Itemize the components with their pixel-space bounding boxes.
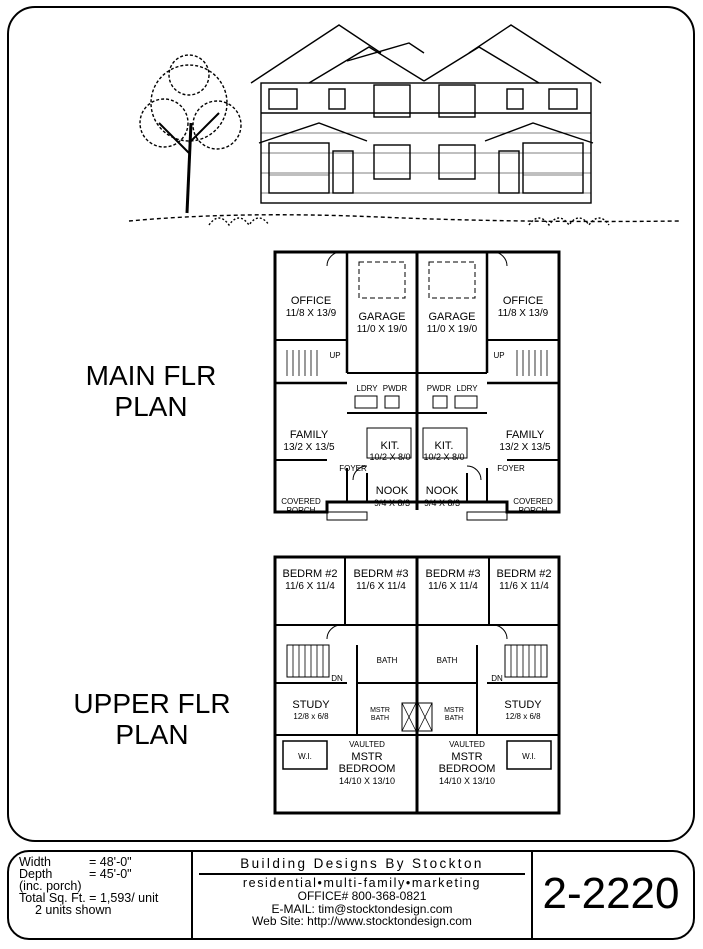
family-r-dim: 13/2 X 13/5	[499, 442, 551, 453]
mstr-bath-r-line1: MSTR	[444, 707, 464, 714]
front-elevation	[128, 24, 679, 227]
garage-l-name: GARAGE	[358, 311, 405, 323]
mbr-r-line1: VAULTED	[449, 740, 485, 749]
mbr-r-line2: MSTR	[451, 751, 482, 763]
depth-value: = 45'-0"	[89, 867, 132, 881]
bed3-l-dim: 11/6 X 11/4	[356, 581, 406, 592]
company-name: Building Designs By Stockton	[240, 856, 484, 871]
company-office: OFFICE# 800-368-0821	[297, 889, 427, 903]
pwdr-r: PWDR	[427, 384, 452, 393]
kit-r-name: KIT.	[435, 440, 454, 452]
tree-illustration	[139, 54, 242, 214]
upper-floor-plan: BEDRM #2 11/6 X 11/4 BEDRM #3 11/6 X 11/…	[273, 555, 561, 815]
garage-r-name: GARAGE	[428, 311, 475, 323]
dn-l: DN	[331, 674, 343, 683]
main-floor-plan: OFFICE 11/8 X 13/9 GARAGE 11/0 X 19/0 GA…	[273, 250, 561, 521]
office-l-name: OFFICE	[291, 295, 331, 307]
mbr-l-line3: BEDROOM	[339, 763, 396, 775]
nook-r-name: NOOK	[426, 485, 459, 497]
study-l-name: STUDY	[292, 699, 330, 711]
title-block: Width = 48'-0" Depth = 45'-0" (inc. porch)…	[7, 850, 695, 940]
foyer-l: FOYER	[339, 464, 367, 473]
plan-specs: Width = 48'-0" Depth = 45'-0" (inc. porch)…	[19, 855, 191, 917]
main-label-line2: PLAN	[114, 391, 188, 422]
ldry-l: LDRY	[356, 384, 378, 393]
bed2-r-name: BEDRM #2	[496, 568, 551, 580]
mstr-bath-l-line1: MSTR	[370, 707, 390, 714]
garage-l-dim: 11/0 X 19/0	[357, 324, 408, 335]
study-r-name: STUDY	[504, 699, 542, 711]
foyer-r: FOYER	[497, 464, 525, 473]
bed2-l-name: BEDRM #2	[282, 568, 337, 580]
wi-l: W.I.	[298, 752, 312, 761]
ldry-r: LDRY	[456, 384, 478, 393]
bed2-l-dim: 11/6 X 11/4	[285, 581, 335, 592]
plan-number: 2-2220	[542, 869, 680, 918]
width-value: = 48'-0"	[89, 855, 132, 869]
kit-r-dim: 10/2 X 8/0	[423, 452, 464, 462]
mstr-bath-l-line2: BATH	[371, 715, 389, 722]
main-floor-plan-label: MAIN FLR PLAN	[61, 360, 241, 422]
up-l: UP	[329, 351, 340, 360]
upper-floor-plan-label: UPPER FLR PLAN	[47, 688, 257, 750]
study-l-dim: 12/8 x 6/8	[293, 712, 329, 721]
bed3-r-dim: 11/6 X 11/4	[428, 581, 478, 592]
dn-r: DN	[491, 674, 503, 683]
company-tagline: residential•multi-family•marketing	[199, 873, 525, 890]
porch-r-line2: PORCH	[519, 506, 548, 515]
nook-l-name: NOOK	[376, 485, 409, 497]
drawing-sheet: MAIN FLR PLAN	[7, 6, 695, 842]
units-shown: 2 units shown	[35, 903, 112, 917]
mbr-l-line4: 14/10 X 13/10	[339, 776, 395, 786]
depth-note: (inc. porch)	[19, 879, 82, 893]
bath-r: BATH	[437, 656, 458, 665]
bed3-l-name: BEDRM #3	[353, 568, 408, 580]
porch-l-line2: PORCH	[287, 506, 316, 515]
upper-label-line1: UPPER FLR	[73, 688, 231, 719]
up-r: UP	[493, 351, 504, 360]
wi-r: W.I.	[522, 752, 536, 761]
nook-l-dim: 9/4 X 8/3	[374, 498, 410, 508]
family-r-name: FAMILY	[506, 429, 545, 441]
office-r-dim: 11/8 X 13/9	[498, 308, 549, 319]
company-info: Building Designs By Stockton residential…	[191, 852, 533, 938]
kit-l-dim: 10/2 X 8/0	[369, 452, 410, 462]
family-l-name: FAMILY	[290, 429, 329, 441]
mbr-l-line2: MSTR	[351, 751, 382, 763]
pwdr-l: PWDR	[383, 384, 408, 393]
porch-r-line1: COVERED	[513, 497, 553, 506]
total-sqft: Total Sq. Ft. = 1,593/ unit	[19, 891, 159, 905]
garage-r-dim: 11/0 X 19/0	[427, 324, 478, 335]
family-l-dim: 13/2 X 13/5	[283, 442, 335, 453]
main-label-line1: MAIN FLR	[85, 360, 217, 391]
nook-r-dim: 9/4 X 8/3	[424, 498, 460, 508]
bath-l: BATH	[377, 656, 398, 665]
company-web: Web Site: http://www.stocktondesign.com	[252, 914, 472, 928]
porch-l-line1: COVERED	[281, 497, 321, 506]
kit-l-name: KIT.	[381, 440, 400, 452]
bed2-r-dim: 11/6 X 11/4	[499, 581, 549, 592]
upper-label-line2: PLAN	[115, 719, 189, 750]
mbr-l-line1: VAULTED	[349, 740, 385, 749]
study-r-dim: 12/8 x 6/8	[505, 712, 541, 721]
bed3-r-name: BEDRM #3	[425, 568, 480, 580]
width-label: Width	[19, 855, 51, 869]
company-email: E-MAIL: tim@stocktondesign.com	[271, 901, 453, 916]
office-r-name: OFFICE	[503, 295, 543, 307]
office-l-dim: 11/8 X 13/9	[286, 308, 337, 319]
mbr-r-line3: BEDROOM	[439, 763, 496, 775]
mbr-r-line4: 14/10 X 13/10	[439, 776, 495, 786]
mstr-bath-r-line2: BATH	[445, 715, 463, 722]
depth-label: Depth	[19, 867, 53, 881]
